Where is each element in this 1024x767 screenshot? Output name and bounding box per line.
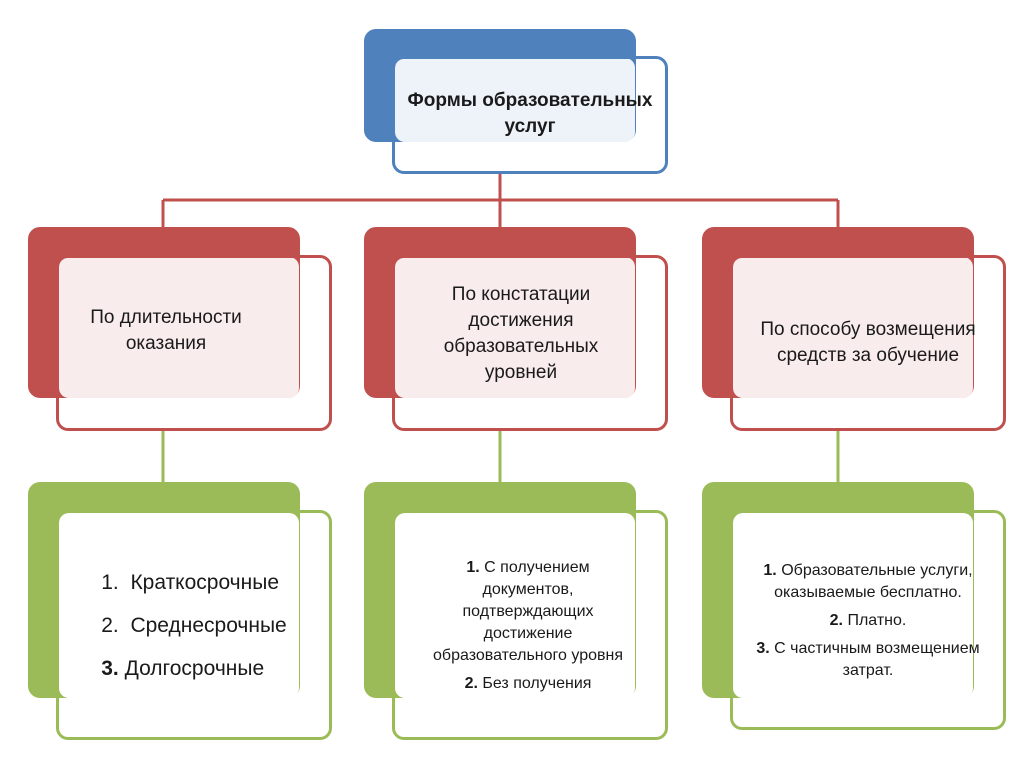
category-1-front (56, 255, 332, 431)
detail-1-item-1: 1. Краткосрочные (101, 570, 279, 594)
detail-3-item-1: 1. Образовательные услуги, оказываемые б… (763, 562, 973, 601)
detail-2-tint (395, 513, 635, 698)
detail-1-item-3: 3. Долгосрочные (101, 656, 265, 680)
detail-3-item-3: 3. С частичным возмещением затрат. (756, 640, 980, 679)
category-1-tint (59, 257, 299, 398)
root-node-front (392, 56, 668, 174)
detail-1-item-2: 2. Среднесрочные (101, 613, 287, 637)
detail-3-item-2: 2. Платно. (829, 612, 907, 629)
category-2-label: По констатации достижения образовательны… (443, 284, 599, 383)
root-title: Формы образовательных услуг (407, 90, 653, 137)
detail-2-front (392, 510, 668, 740)
detail-1-list: 1. Краткосрочные 2. Среднесрочные 3. Дол… (60, 514, 328, 736)
detail-3-front (730, 510, 1006, 730)
detail-2-item-2: 2. Без получения (464, 675, 592, 692)
category-2-front (392, 255, 668, 431)
root-node-tint (395, 58, 635, 142)
category-3-tint (733, 257, 973, 398)
detail-1-tint (59, 513, 299, 698)
detail-1-front (56, 510, 332, 740)
category-1-label: По длительности оказания (90, 306, 242, 354)
detail-2-item-1: 1. С получением документов, подтверждающ… (433, 559, 623, 664)
category-2-tint (395, 257, 635, 398)
detail-3-tint (733, 513, 973, 698)
category-3-label: По способу возмещения средств за обучени… (760, 318, 976, 366)
detail-3-list: 1. Образовательные услуги, оказываемые б… (748, 528, 988, 714)
detail-2-list: 1. С получением документов, подтверждающ… (420, 528, 636, 724)
category-3-front (730, 255, 1006, 431)
